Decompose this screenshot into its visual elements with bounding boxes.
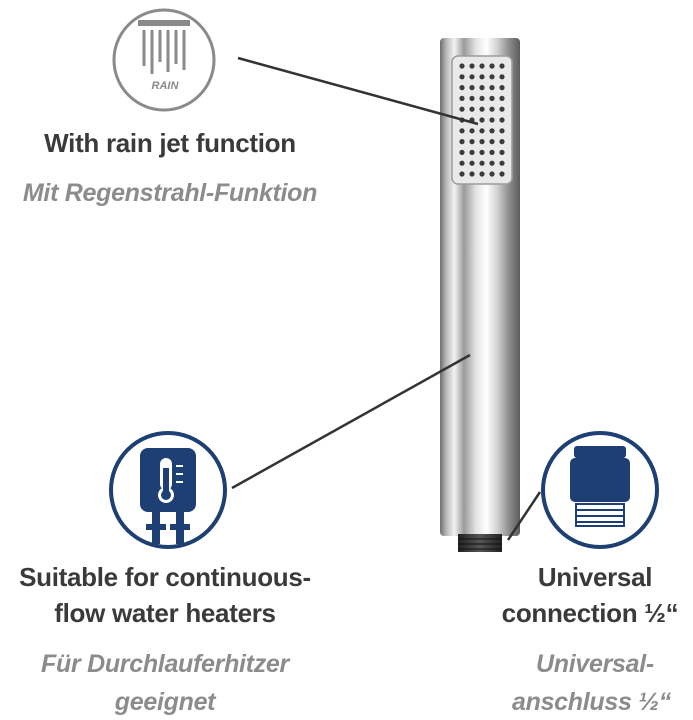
heater-title-en-line1: Suitable for continuous-: [19, 562, 311, 592]
shower-nozzles: [459, 63, 505, 177]
nozzle-dot: [459, 139, 465, 145]
nozzle-dot: [479, 117, 485, 123]
nozzle-dot: [469, 74, 475, 80]
connection-title-en-line1: Universal: [537, 562, 653, 592]
heater-callout-line: [231, 353, 471, 490]
nozzle-dot: [489, 171, 495, 177]
nozzle-dot: [459, 171, 465, 177]
nozzle-dot: [489, 128, 495, 134]
nozzle-dot: [469, 63, 475, 69]
nozzle-dot: [479, 85, 485, 91]
heater-title-de-line2: geeignet: [114, 688, 216, 716]
nozzle-dot: [459, 149, 465, 155]
nozzle-dot: [499, 117, 505, 123]
nozzle-dot: [469, 85, 475, 91]
nozzle-dot: [459, 95, 465, 101]
nozzle-dot: [499, 95, 505, 101]
rain-title-de: Mit Regenstrahl-Funktion: [22, 179, 318, 207]
nozzle-dot: [479, 63, 485, 69]
nozzle-dot: [459, 160, 465, 166]
nozzle-dot: [499, 63, 505, 69]
nozzle-dot: [459, 63, 465, 69]
connection-title-de-line1: Universal-: [536, 650, 654, 678]
nozzle-dot: [489, 63, 495, 69]
rain-title-en: With rain jet function: [44, 128, 296, 158]
nozzle-dot: [459, 85, 465, 91]
nozzle-dot: [469, 171, 475, 177]
nozzle-dot: [479, 74, 485, 80]
nozzle-dot: [489, 106, 495, 112]
nozzle-dot: [469, 160, 475, 166]
nozzle-dot: [459, 106, 465, 112]
nozzle-dot: [469, 95, 475, 101]
nozzle-dot: [479, 106, 485, 112]
nozzle-dot: [479, 149, 485, 155]
heater-title-de-line1: Für Durchlauferhitzer: [41, 650, 289, 678]
nozzle-dot: [459, 128, 465, 134]
nozzle-dot: [479, 139, 485, 145]
connection-title-en-line2: connection ½“: [501, 598, 679, 628]
nozzle-dot: [479, 128, 485, 134]
nozzle-dot: [479, 171, 485, 177]
nozzle-dot: [489, 139, 495, 145]
nozzle-dot: [499, 128, 505, 134]
rain-callout-line: [237, 56, 479, 126]
thread-connector-icon: [541, 431, 659, 549]
nozzle-dot: [489, 149, 495, 155]
nozzle-dot: [489, 117, 495, 123]
connection-title-de-line2: anschluss ½“: [512, 688, 671, 716]
nozzle-dot: [469, 149, 475, 155]
nozzle-dot: [499, 85, 505, 91]
rain-shower-icon: [112, 8, 216, 112]
nozzle-dot: [499, 171, 505, 177]
nozzle-dot: [489, 85, 495, 91]
rain-icon-label: RAIN: [151, 80, 179, 92]
nozzle-dot: [469, 128, 475, 134]
water-heater-thermometer-icon: [109, 431, 227, 549]
heater-title-en-line2: flow water heaters: [54, 598, 276, 628]
nozzle-dot: [499, 74, 505, 80]
nozzle-dot: [489, 160, 495, 166]
nozzle-dot: [479, 160, 485, 166]
nozzle-dot: [499, 160, 505, 166]
connection-callout-line: [506, 491, 542, 541]
nozzle-dot: [489, 74, 495, 80]
nozzle-dot: [469, 106, 475, 112]
nozzle-dot: [469, 139, 475, 145]
nozzle-dot: [479, 95, 485, 101]
nozzle-dot: [489, 95, 495, 101]
nozzle-dot: [459, 74, 465, 80]
nozzle-dot: [499, 149, 505, 155]
nozzle-dot: [499, 106, 505, 112]
nozzle-dot: [499, 139, 505, 145]
